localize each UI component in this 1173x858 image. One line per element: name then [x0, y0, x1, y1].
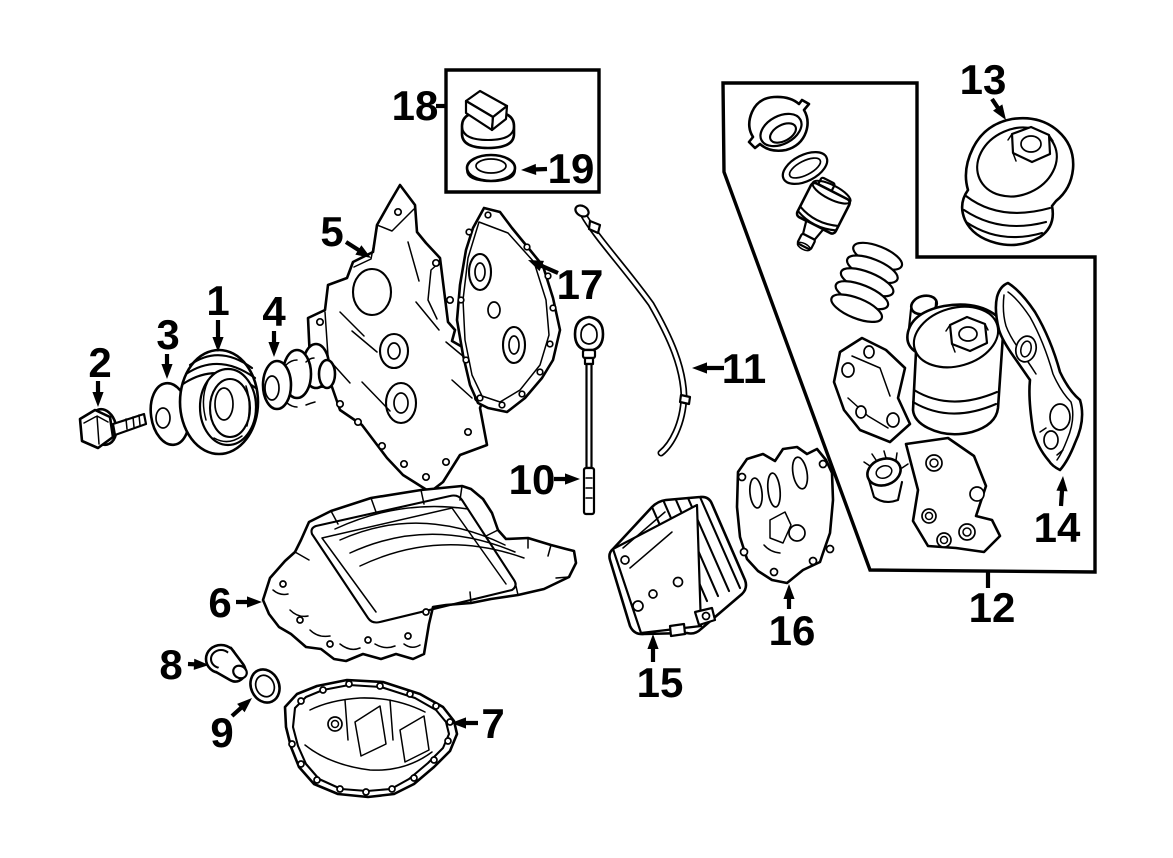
callout-pulley-bolt[interactable]: 2 — [88, 339, 112, 407]
part-number-label[interactable]: 11 — [722, 345, 766, 392]
part-number-label[interactable]: 17 — [557, 261, 604, 308]
callout-oil-filler-cap[interactable]: 18 — [392, 82, 446, 129]
callout-drain-plug[interactable]: 8 — [159, 641, 209, 688]
callout-seal-ring-set[interactable]: 4 — [262, 288, 286, 357]
part-oil-filler-cap — [460, 89, 516, 150]
part-number-label[interactable]: 5 — [320, 208, 343, 255]
part-oil-filter-housing — [832, 294, 1005, 554]
part-number-label[interactable]: 1 — [206, 277, 229, 324]
part-number-label[interactable]: 13 — [960, 56, 1007, 103]
callout-upper-oil-pan[interactable]: 6 — [208, 579, 262, 626]
part-number-label[interactable]: 12 — [969, 584, 1016, 631]
housing-pump-gear — [863, 450, 909, 503]
part-number-label[interactable]: 14 — [1034, 504, 1081, 551]
arrowhead-icon — [692, 362, 707, 374]
arrowhead-icon — [451, 717, 466, 729]
part-number-label[interactable]: 8 — [159, 641, 182, 688]
callout-washer[interactable]: 3 — [156, 311, 180, 379]
part-number-label[interactable]: 7 — [481, 700, 504, 747]
callout-oil-cooler[interactable]: 15 — [637, 634, 684, 706]
part-filler-cap-seal — [465, 153, 517, 183]
callout-timing-cover-plate[interactable]: 17 — [528, 260, 603, 308]
valve-o-ring — [781, 150, 829, 186]
arrowhead-icon — [993, 104, 1006, 120]
part-upper-oil-pan — [261, 484, 578, 663]
part-number-label[interactable]: 3 — [156, 311, 179, 358]
arrowhead-icon — [1056, 476, 1068, 492]
callout-filler-cap-seal[interactable]: 19 — [521, 145, 594, 192]
arrowhead-icon — [247, 596, 262, 608]
callout-timing-cover[interactable]: 5 — [320, 208, 371, 258]
part-number-label[interactable]: 15 — [637, 659, 684, 706]
part-drain-plug — [204, 643, 248, 683]
valve-piston — [795, 176, 852, 252]
callout-dipstick-tube[interactable]: 11 — [692, 345, 766, 392]
arrowhead-icon — [193, 658, 209, 670]
arrowhead-icon — [268, 342, 280, 357]
part-filter-housing-gasket — [994, 281, 1084, 472]
part-number-label[interactable]: 19 — [548, 145, 595, 192]
callout-oil-cooler-gasket[interactable]: 16 — [769, 584, 816, 654]
arrowhead-icon — [565, 473, 580, 485]
part-number-label[interactable]: 4 — [262, 288, 286, 335]
part-crankshaft-pulley — [178, 348, 260, 456]
part-lower-oil-pan — [283, 678, 459, 799]
arrowhead-icon — [92, 392, 104, 407]
part-number-label[interactable]: 2 — [88, 339, 111, 386]
callout-oil-filter-housing-assembly[interactable]: 12 — [969, 572, 1016, 631]
callout-drain-plug-seal[interactable]: 9 — [210, 698, 252, 756]
part-drain-plug-seal — [249, 668, 281, 704]
part-number-label[interactable]: 9 — [210, 709, 233, 756]
arrowhead-icon — [521, 163, 537, 176]
part-oil-cooler — [608, 495, 748, 638]
callout-oil-filter-cap[interactable]: 13 — [960, 56, 1007, 120]
arrowhead-icon — [237, 698, 252, 713]
valve-spring — [830, 241, 904, 324]
arrowhead-icon — [212, 337, 224, 352]
valve-cap — [747, 95, 811, 153]
part-oil-filter-cap — [960, 116, 1075, 247]
part-oil-cooler-gasket — [735, 445, 835, 585]
part-seal-ring-set — [261, 342, 337, 411]
callout-filter-housing-gasket[interactable]: 14 — [1034, 476, 1081, 551]
part-oil-dipstick — [573, 315, 605, 516]
arrowhead-icon — [528, 260, 544, 272]
part-timing-cover-plate — [455, 206, 562, 414]
part-oil-valve-kit — [747, 95, 904, 324]
callout-oil-dipstick[interactable]: 10 — [509, 456, 580, 503]
arrowhead-icon — [783, 584, 795, 599]
part-number-label[interactable]: 10 — [509, 456, 556, 503]
callout-crankshaft-pulley[interactable]: 1 — [206, 277, 230, 352]
arrowhead-icon — [647, 634, 659, 649]
filter-cap-hex-nut — [1007, 125, 1054, 164]
housing-hex-nut — [945, 315, 989, 353]
part-number-label[interactable]: 18 — [392, 82, 439, 129]
part-pulley-bolt — [78, 407, 148, 450]
part-dipstick-tube — [574, 204, 692, 457]
arrowhead-icon — [355, 245, 371, 258]
arrowhead-icon — [161, 364, 173, 379]
callout-lower-oil-pan[interactable]: 7 — [451, 700, 505, 747]
part-number-label[interactable]: 6 — [208, 579, 231, 626]
part-number-label[interactable]: 16 — [769, 607, 816, 654]
